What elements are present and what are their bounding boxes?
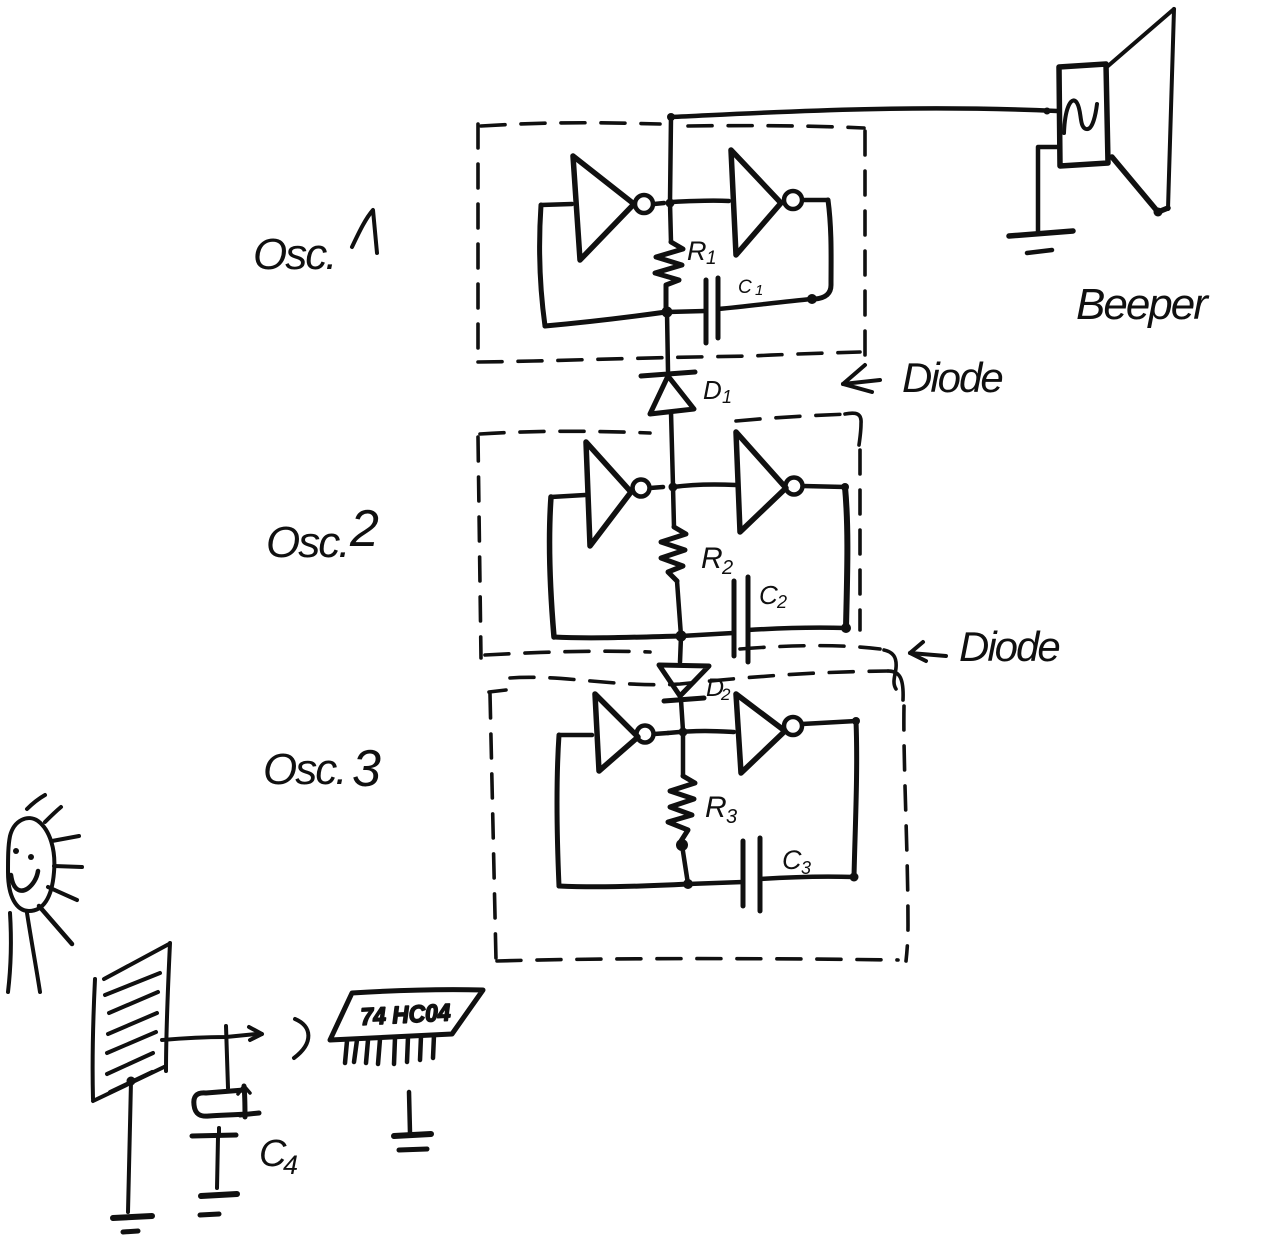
svg-text:3: 3 bbox=[352, 740, 381, 798]
svg-text:1: 1 bbox=[706, 248, 717, 269]
svg-text:2: 2 bbox=[776, 592, 787, 612]
svg-text:1: 1 bbox=[755, 282, 763, 299]
svg-text:R: R bbox=[705, 791, 727, 824]
svg-text:Diode: Diode bbox=[959, 623, 1059, 670]
svg-text:Diode: Diode bbox=[902, 354, 1002, 401]
svg-text:Osc.: Osc. bbox=[266, 518, 348, 567]
svg-text:2: 2 bbox=[720, 685, 731, 704]
svg-text:Beeper: Beeper bbox=[1076, 280, 1210, 329]
svg-text:3: 3 bbox=[726, 806, 737, 828]
svg-text:R: R bbox=[701, 542, 723, 575]
svg-text:C: C bbox=[259, 1133, 287, 1175]
svg-text:D: D bbox=[703, 375, 722, 405]
svg-text:1: 1 bbox=[722, 387, 732, 407]
svg-text:D: D bbox=[706, 674, 724, 702]
svg-text:3: 3 bbox=[801, 858, 811, 878]
svg-text:C: C bbox=[782, 845, 802, 875]
svg-text:R: R bbox=[687, 236, 707, 266]
svg-text:Osc.: Osc. bbox=[263, 745, 345, 794]
svg-text:C: C bbox=[738, 277, 752, 298]
svg-text:2: 2 bbox=[721, 557, 733, 579]
svg-text:74 HC04: 74 HC04 bbox=[360, 999, 451, 1031]
svg-text:2: 2 bbox=[349, 500, 379, 558]
svg-text:4: 4 bbox=[283, 1150, 298, 1180]
svg-text:C: C bbox=[759, 580, 778, 610]
svg-text:Osc.: Osc. bbox=[253, 230, 335, 279]
